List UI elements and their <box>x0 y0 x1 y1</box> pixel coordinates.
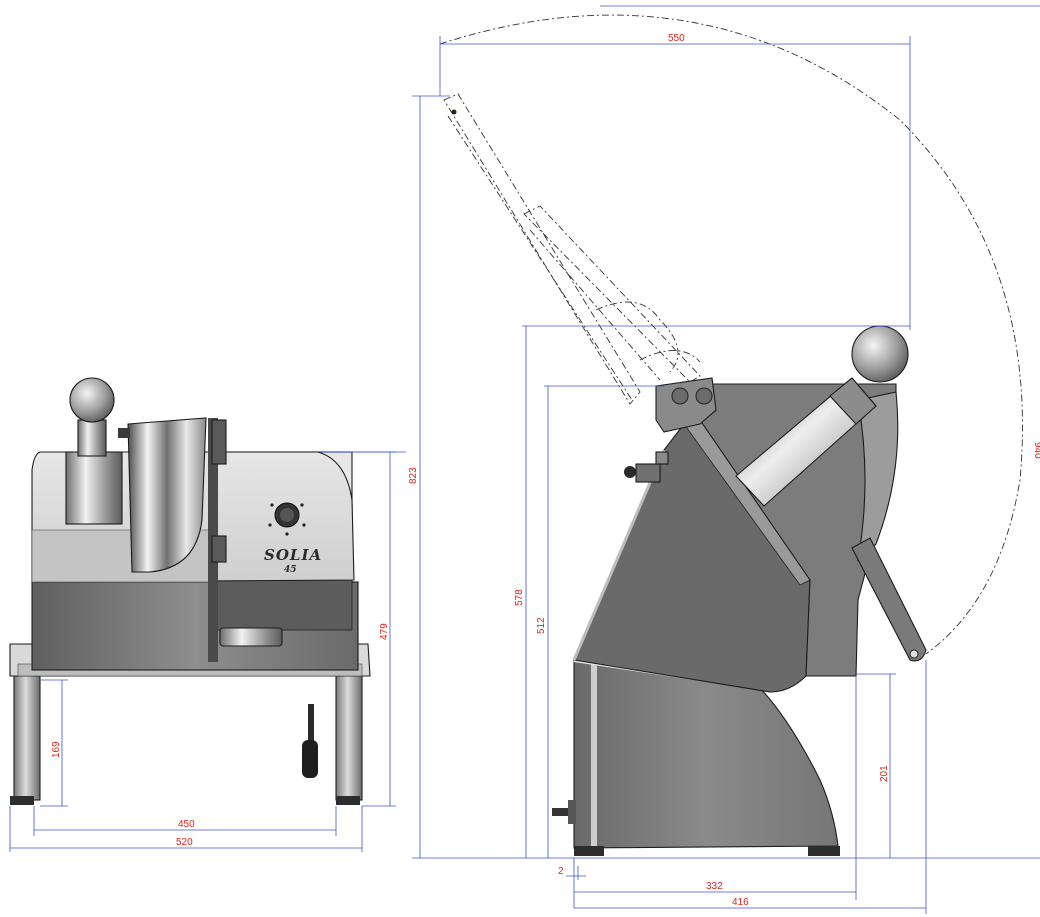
front-pusher-knob <box>69 377 115 423</box>
side-view: 550 823 578 512 2 332 416 201 940 <box>408 5 1040 914</box>
front-chute <box>127 417 207 573</box>
side-knob <box>624 451 669 483</box>
dim-side-height-body: 512 <box>536 617 547 634</box>
dim-side-depth-total: 416 <box>732 897 749 908</box>
front-foot-right <box>336 796 360 805</box>
dim-side-height-open: 823 <box>408 467 419 484</box>
dim-side-radius: 940 <box>1032 442 1040 459</box>
side-foot-rear <box>808 846 840 856</box>
front-foot-lever <box>302 704 318 778</box>
side-base <box>573 659 839 849</box>
side-dimensions <box>412 5 1040 914</box>
dim-front-width-total: 520 <box>176 837 193 848</box>
dim-side-depth-base: 332 <box>706 881 723 892</box>
front-foot-left <box>10 796 34 805</box>
dim-side-height-total: 578 <box>514 589 525 606</box>
dim-side-offset-small: 2 <box>558 866 564 877</box>
front-leg-left <box>13 671 41 801</box>
dim-side-width-arc: 550 <box>668 33 685 44</box>
brand-logo: SOLIA <box>264 546 322 564</box>
side-lid-arc <box>439 14 1023 655</box>
side-lid-open-ghost <box>443 93 701 405</box>
front-leg-right <box>335 671 363 801</box>
front-view: SOLIA 45 450 520 479 169 <box>9 377 406 852</box>
side-foot-front <box>574 846 604 856</box>
dim-front-height-total: 479 <box>379 623 390 640</box>
front-feed-cylinder <box>65 451 123 525</box>
dim-side-height-outlet: 201 <box>879 765 890 782</box>
front-dimensions <box>9 451 406 852</box>
side-arc-guard <box>857 391 899 562</box>
dim-front-height-legs: 169 <box>51 741 62 758</box>
front-handle <box>219 627 283 647</box>
dim-front-width-feet: 450 <box>178 819 195 830</box>
side-pusher-knob <box>851 325 909 383</box>
brand-model: 45 <box>284 565 297 575</box>
front-rotary-switch <box>268 502 306 536</box>
side-lever-arm <box>851 537 927 662</box>
